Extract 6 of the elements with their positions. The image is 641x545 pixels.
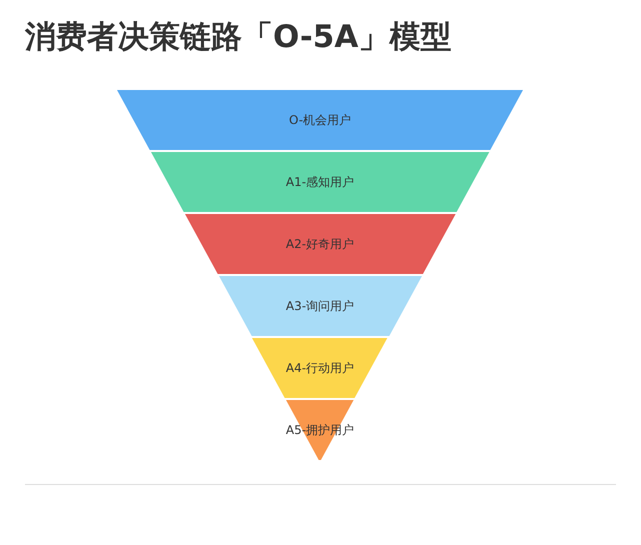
title: 消费者决策链路「O-5A」模型 bbox=[25, 18, 452, 57]
band-label: A1-感知用户 bbox=[286, 174, 354, 190]
band-label: A3-询问用户 bbox=[286, 298, 354, 314]
band-label: O-机会用户 bbox=[288, 112, 352, 128]
band-label: A2-好奇用户 bbox=[286, 236, 354, 252]
band-label: A4-行动用户 bbox=[286, 360, 354, 376]
